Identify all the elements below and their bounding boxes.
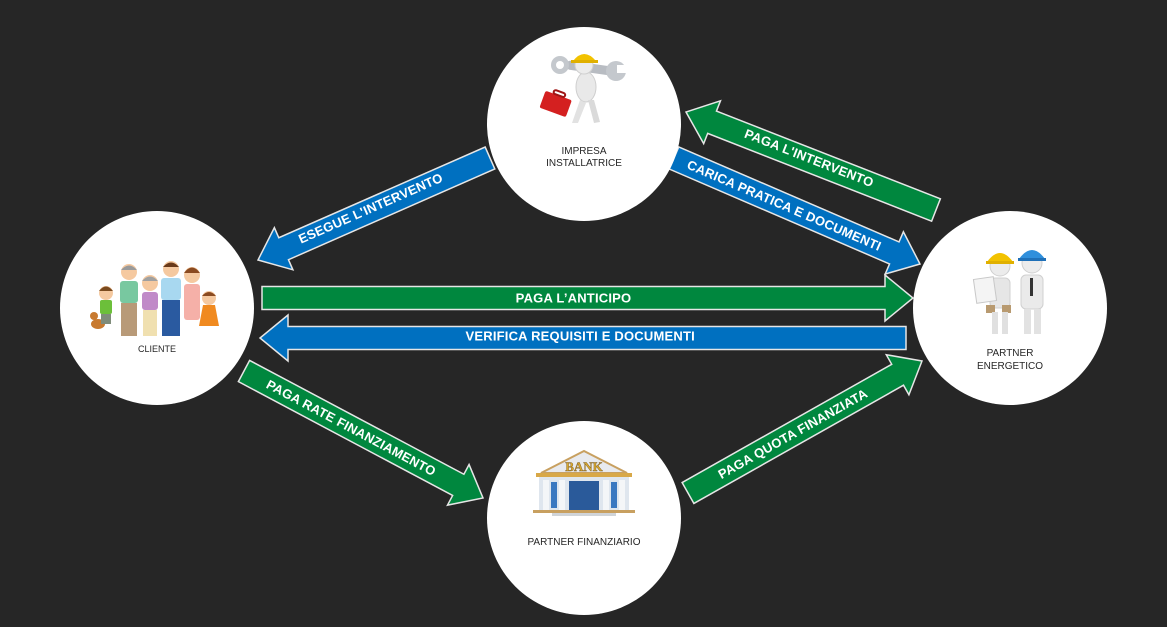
arrow-shape [681,353,924,505]
arrow-shape [256,146,496,271]
node-partner-energetico: PARTNER ENERGETICO [913,211,1107,405]
arrow-esegue: ESEGUE L'INTERVENTO [256,146,496,271]
node-label-line-2: ENERGETICO [977,361,1043,372]
node-impresa-installatrice: IMPRESA INSTALLATRICE [487,27,681,221]
arrow-anticipo: PAGA L’ANTICIPO [261,273,915,323]
bank-sign: BANK [565,459,603,474]
node-label-line-1: PARTNER [987,348,1034,359]
node-cliente: CLIENTE [60,211,254,405]
arrow-shape [668,145,922,276]
family-icon [90,261,219,336]
node-label-line-1: CLIENTE [138,344,176,354]
node-label-line-1: IMPRESA [561,146,606,157]
arrow-shape [261,273,915,323]
arrow-label: PAGA RATE FINANZIAMENTO [264,377,439,479]
arrow-quota: PAGA QUOTA FINANZIATA [681,353,924,505]
engineers-icon [972,250,1046,334]
node-circle [487,27,681,221]
arrow-shape [258,313,907,363]
node-label-line-2: INSTALLATRICE [546,158,622,169]
node-partner-finanziario: BANK PARTNER FINANZIARIO [487,421,681,615]
arrow-shape [684,99,942,223]
worker-icon [539,54,627,123]
arrow-label: ESEGUE L'INTERVENTO [296,170,445,246]
arrow-rate: PAGA RATE FINANZIAMENTO [237,359,485,507]
node-label-line-1: PARTNER FINANZIARIO [528,537,641,548]
arrow-label: PAGA QUOTA FINANZIATA [715,386,870,482]
arrow-label: PAGA L'INTERVENTO [742,126,875,190]
arrow-label: PAGA L’ANTICIPO [516,290,632,305]
arrow-shape [237,359,485,507]
bank-icon: BANK [533,449,635,516]
arrow-verifica: VERIFICA REQUISITI E DOCUMENTI [258,313,907,363]
node-circle [487,421,681,615]
arrow-label: VERIFICA REQUISITI E DOCUMENTI [465,328,694,343]
